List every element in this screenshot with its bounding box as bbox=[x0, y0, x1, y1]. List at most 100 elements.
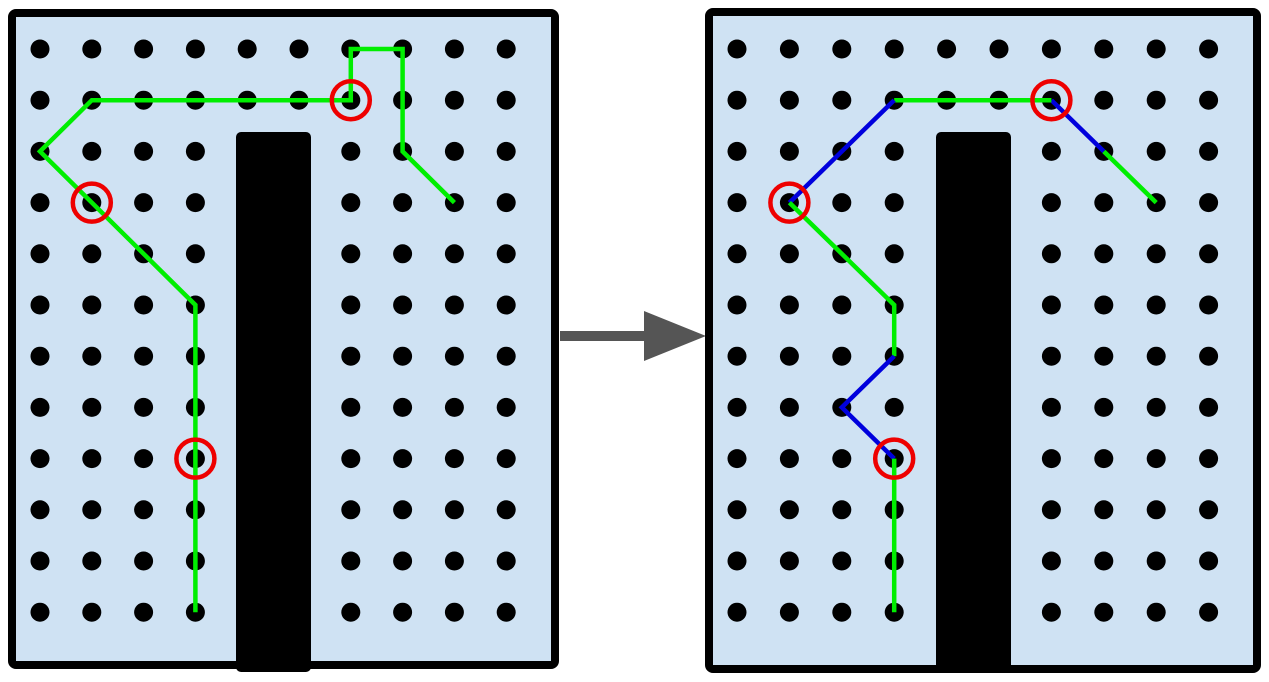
waypoint-marker bbox=[1030, 78, 1073, 122]
grid-dot bbox=[341, 602, 361, 622]
grid-dot bbox=[341, 397, 361, 417]
grid-dot bbox=[341, 193, 361, 213]
grid-dot bbox=[779, 244, 799, 264]
grid-dot bbox=[727, 295, 747, 315]
grid-dot bbox=[30, 295, 50, 315]
grid-dot bbox=[832, 500, 852, 520]
grid-dot bbox=[1041, 397, 1061, 417]
grid-dot bbox=[237, 39, 257, 59]
grid-dot bbox=[444, 449, 464, 469]
original-path-segment bbox=[36, 46, 456, 613]
grid-dot bbox=[30, 39, 50, 59]
grid-dot bbox=[134, 346, 154, 366]
grid-dot bbox=[832, 39, 852, 59]
grid-dot bbox=[30, 244, 50, 264]
grid-dot bbox=[444, 551, 464, 571]
panel-before bbox=[8, 9, 559, 672]
grid-dot bbox=[1199, 141, 1219, 161]
grid-dot bbox=[30, 500, 50, 520]
waypoint-marker bbox=[70, 181, 114, 224]
grid-dot bbox=[341, 449, 361, 469]
grid-dot bbox=[1094, 295, 1114, 315]
grid-dot bbox=[1041, 551, 1061, 571]
grid-dot bbox=[1094, 39, 1114, 59]
grid-dot bbox=[779, 397, 799, 417]
grid-dot bbox=[82, 39, 102, 59]
grid-dot bbox=[393, 244, 413, 264]
grid-dot bbox=[496, 602, 516, 622]
grid-dot bbox=[341, 295, 361, 315]
grid-dot bbox=[1146, 346, 1166, 366]
grid-dot bbox=[444, 346, 464, 366]
grid-dot bbox=[779, 141, 799, 161]
grid-dot bbox=[496, 244, 516, 264]
grid-dot bbox=[134, 193, 154, 213]
grid-dot bbox=[185, 193, 205, 213]
grid-dot bbox=[1094, 602, 1114, 622]
grid-dot bbox=[496, 346, 516, 366]
grid-dot bbox=[185, 141, 205, 161]
grid-dot bbox=[727, 346, 747, 366]
grid-dot bbox=[779, 602, 799, 622]
grid-dot bbox=[393, 295, 413, 315]
grid-dot bbox=[393, 397, 413, 417]
grid-dot bbox=[832, 90, 852, 110]
grid-dot bbox=[1146, 500, 1166, 520]
grid-dot bbox=[341, 141, 361, 161]
grid-dot bbox=[1094, 500, 1114, 520]
grid-dot bbox=[779, 295, 799, 315]
grid-dot bbox=[727, 449, 747, 469]
grid-dot bbox=[496, 90, 516, 110]
grid-dot bbox=[1146, 90, 1166, 110]
grid-dot bbox=[1041, 193, 1061, 213]
original-path-segment bbox=[787, 200, 897, 357]
grid-dot bbox=[82, 397, 102, 417]
grid-dot bbox=[1199, 39, 1219, 59]
grid-dot bbox=[289, 39, 309, 59]
grid-dot bbox=[1199, 193, 1219, 213]
grid-dot bbox=[1199, 602, 1219, 622]
grid-dot bbox=[393, 602, 413, 622]
grid-dot bbox=[727, 551, 747, 571]
grid-dot bbox=[1041, 295, 1061, 315]
obstacle-wall bbox=[936, 132, 1011, 672]
grid-dot bbox=[1199, 500, 1219, 520]
arrow-head bbox=[644, 311, 706, 361]
grid-dot bbox=[1041, 500, 1061, 520]
grid-dot bbox=[779, 449, 799, 469]
grid-dot bbox=[496, 193, 516, 213]
grid-dot bbox=[1041, 602, 1061, 622]
grid-dot bbox=[989, 39, 1009, 59]
grid-dot bbox=[832, 449, 852, 469]
grid-dot bbox=[393, 500, 413, 520]
grid-dot bbox=[134, 141, 154, 161]
grid-dot bbox=[30, 346, 50, 366]
grid-dot bbox=[444, 39, 464, 59]
grid-dot bbox=[134, 295, 154, 315]
grid-dot bbox=[393, 551, 413, 571]
obstacle-wall bbox=[236, 132, 311, 672]
grid-dot bbox=[937, 39, 957, 59]
grid-dot bbox=[779, 90, 799, 110]
grid-dot bbox=[30, 397, 50, 417]
original-path-segment bbox=[1102, 149, 1158, 205]
grid-dot bbox=[444, 244, 464, 264]
grid-dot bbox=[30, 449, 50, 469]
grid-dot bbox=[1094, 551, 1114, 571]
grid-dot bbox=[496, 449, 516, 469]
grid-dot bbox=[727, 141, 747, 161]
grid-dot bbox=[884, 193, 904, 213]
grid-dot bbox=[727, 244, 747, 264]
grid-dot bbox=[1041, 141, 1061, 161]
grid-dot bbox=[134, 39, 154, 59]
refined-path-segment bbox=[1049, 98, 1106, 154]
grid-dot bbox=[341, 346, 361, 366]
grid-dot bbox=[30, 602, 50, 622]
grid-dot bbox=[779, 346, 799, 366]
grid-dot bbox=[134, 500, 154, 520]
grid-dot bbox=[393, 346, 413, 366]
grid-dot bbox=[30, 90, 50, 110]
refined-path-segment bbox=[838, 354, 896, 461]
